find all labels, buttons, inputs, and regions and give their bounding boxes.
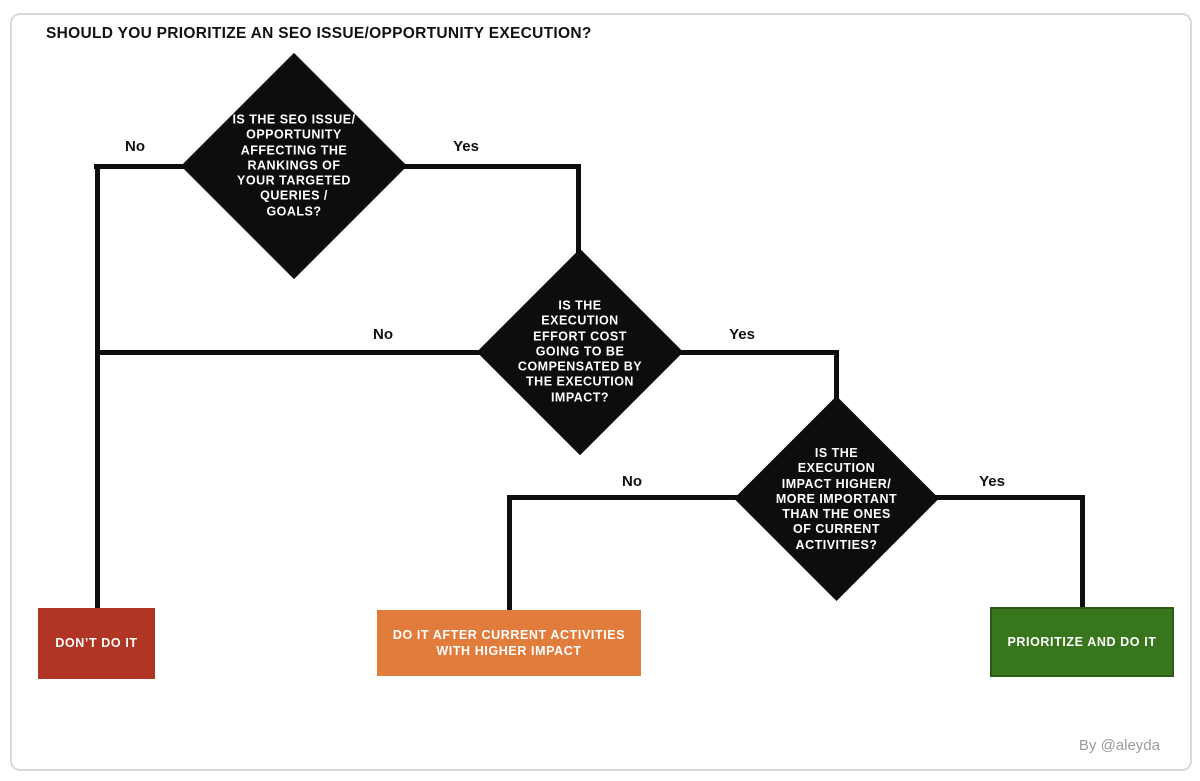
edge-label-q3-yes: Yes bbox=[979, 473, 1005, 490]
connector-q1-no-horizontal bbox=[94, 163, 204, 169]
connector-q2-yes-horizontal bbox=[665, 349, 839, 355]
decision-q3-impact: IS THE EXECUTION IMPACT HIGHER/ MORE IMP… bbox=[733, 395, 939, 601]
decision-q3-label: IS THE EXECUTION IMPACT HIGHER/ MORE IMP… bbox=[775, 444, 897, 551]
decision-q1-label: IS THE SEO ISSUE/ OPPORTUNITY AFFECTING … bbox=[232, 112, 356, 219]
edge-label-q2-yes: Yes bbox=[729, 326, 755, 343]
edge-label-q1-no: No bbox=[125, 138, 145, 155]
decision-q2-label: IS THE EXECUTION EFFORT COST GOING TO BE… bbox=[517, 298, 643, 405]
connector-q1-yes-vertical bbox=[575, 163, 581, 289]
connector-q3-yes-vertical bbox=[1079, 494, 1085, 611]
connector-q1-no-vertical bbox=[94, 163, 100, 610]
connector-q2-no-horizontal bbox=[94, 349, 495, 355]
edge-label-q1-yes: Yes bbox=[453, 138, 479, 155]
outcome-dont-do-it: DON’T DO IT bbox=[38, 608, 155, 679]
outcome-prioritize: PRIORITIZE AND DO IT bbox=[990, 607, 1174, 677]
outcome-do-it-after: DO IT AFTER CURRENT ACTIVITIES WITH HIGH… bbox=[377, 610, 641, 676]
author-credit: By @aleyda bbox=[1078, 737, 1160, 754]
decision-q2-effort-cost: IS THE EXECUTION EFFORT COST GOING TO BE… bbox=[476, 248, 684, 456]
decision-q1-rankings: IS THE SEO ISSUE/ OPPORTUNITY AFFECTING … bbox=[180, 52, 408, 280]
connector-q3-no-horizontal bbox=[506, 494, 747, 500]
connector-q2-yes-vertical bbox=[833, 349, 839, 440]
connector-q1-yes-horizontal bbox=[390, 163, 581, 169]
page-title: SHOULD YOU PRIORITIZE AN SEO ISSUE/OPPOR… bbox=[46, 25, 592, 42]
connector-q3-yes-horizontal bbox=[930, 494, 1085, 500]
connector-q3-no-vertical bbox=[506, 494, 512, 613]
edge-label-q3-no: No bbox=[622, 473, 642, 490]
edge-label-q2-no: No bbox=[373, 326, 393, 343]
